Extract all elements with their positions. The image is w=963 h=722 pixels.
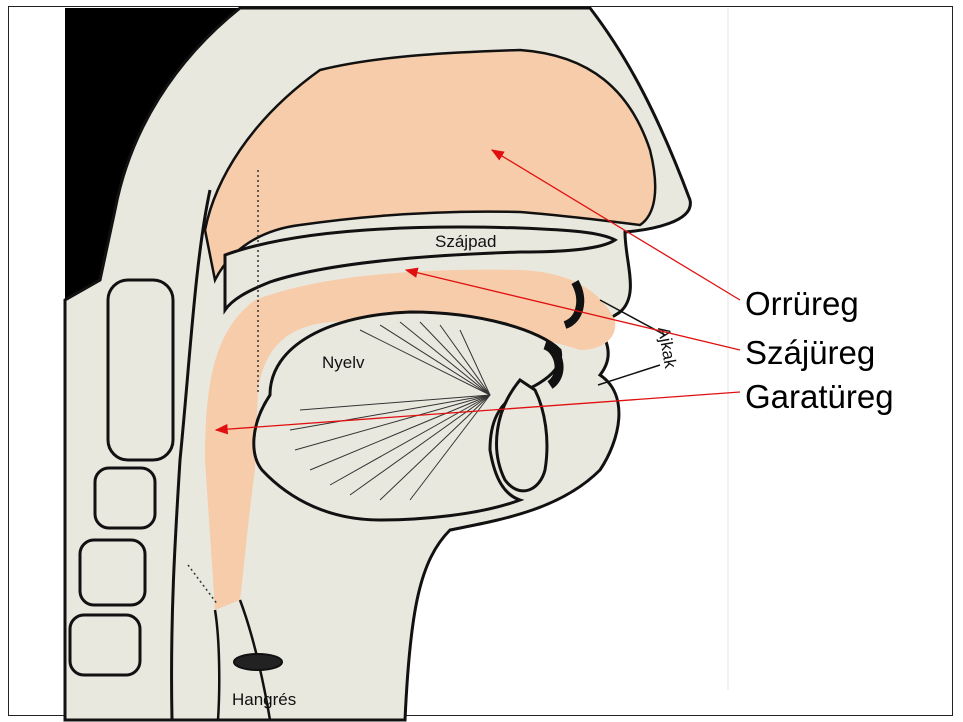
label-garatureg: Garatüreg <box>745 380 894 413</box>
label-szajureg: Szájüreg <box>745 336 875 369</box>
label-szajpad: Szájpad <box>435 232 496 251</box>
glottis <box>234 654 282 670</box>
ajkak-leader <box>598 365 660 385</box>
label-orrureg: Orrüreg <box>745 287 859 320</box>
label-hangres: Hangrés <box>232 690 296 709</box>
label-nyelv: Nyelv <box>322 353 365 372</box>
